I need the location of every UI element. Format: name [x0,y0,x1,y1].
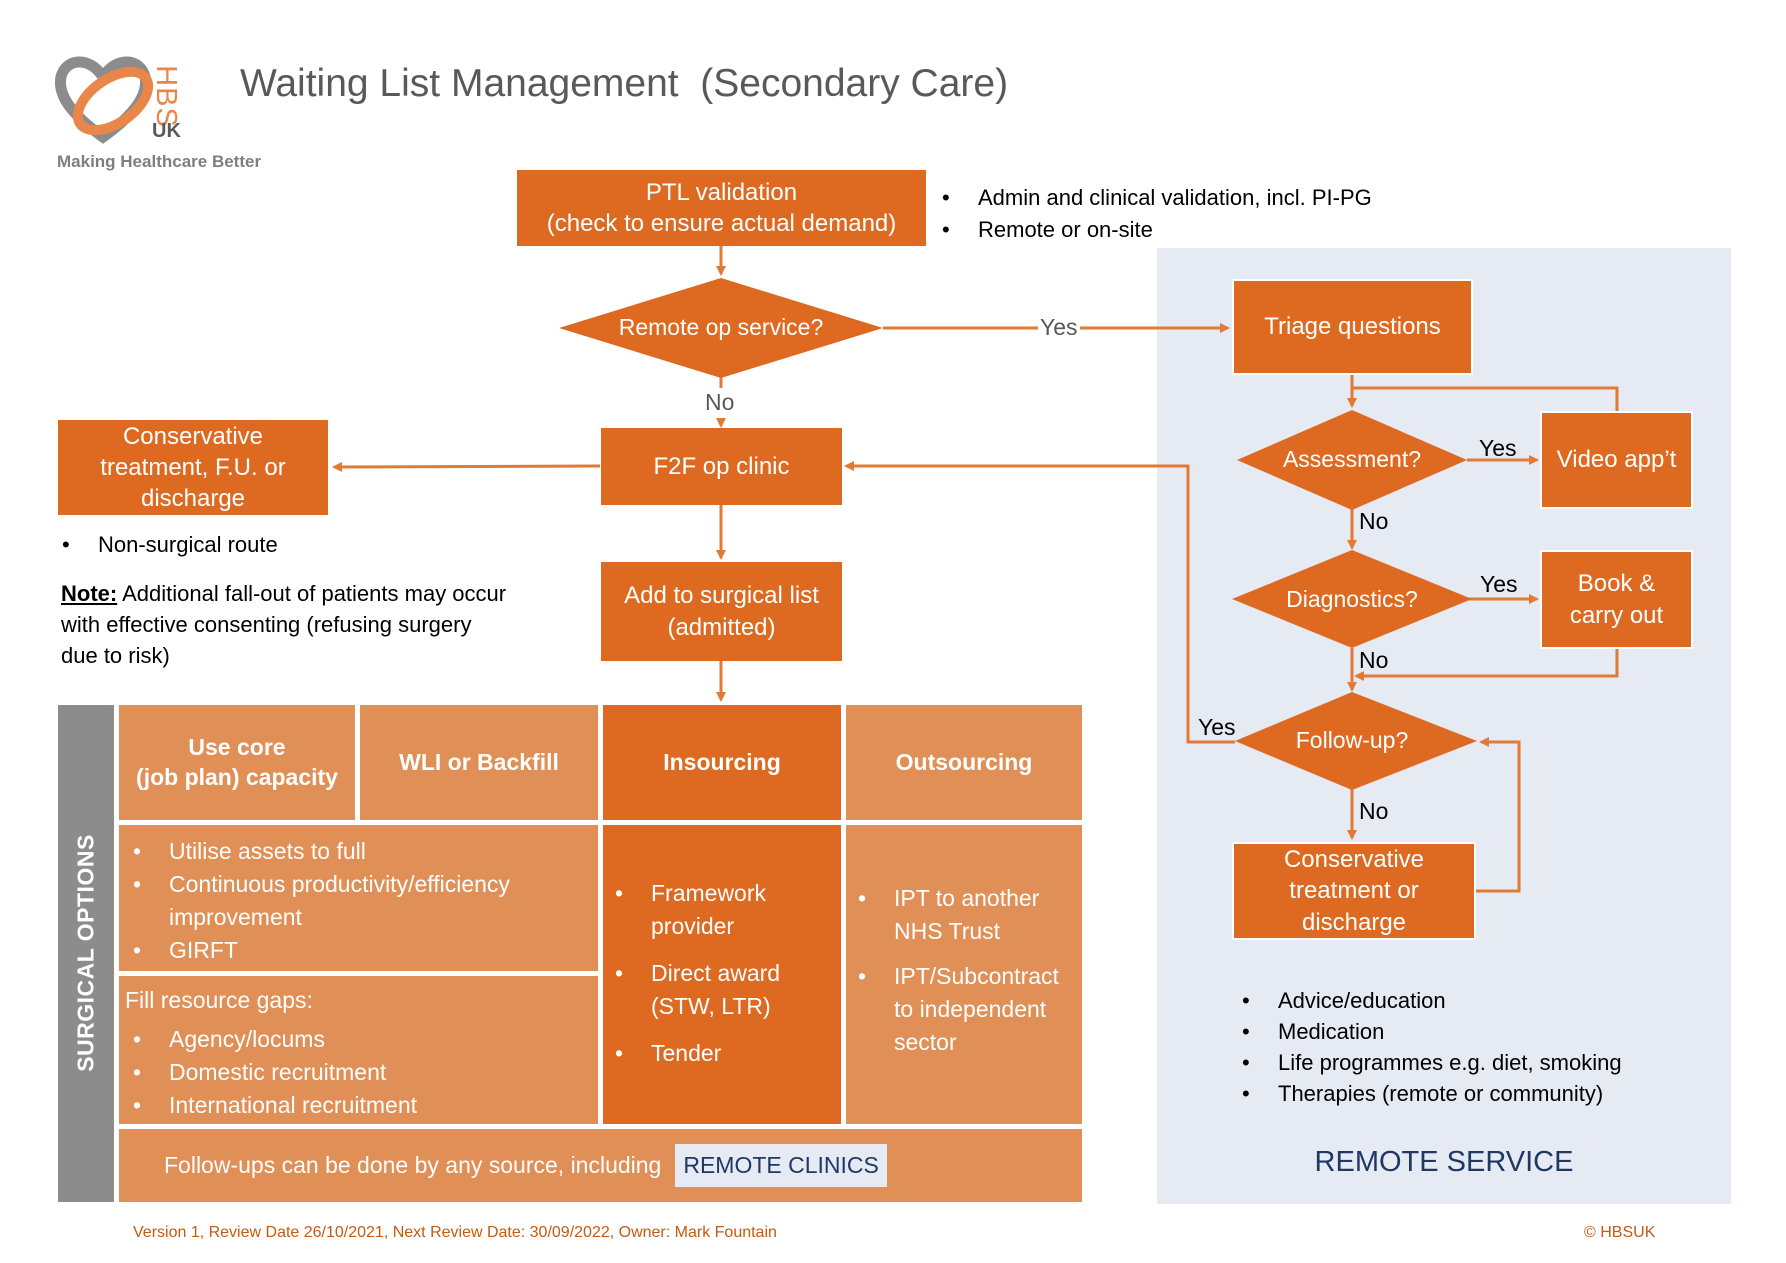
list-item: Advice/education [1238,985,1622,1016]
no-assess-label: No [1359,508,1389,534]
add-surgical-list-box: Add to surgical list (admitted) [601,562,842,661]
yes-follow-label: Yes [1198,714,1236,740]
list-item: Therapies (remote or community) [1238,1078,1622,1109]
conservative-treatment-right-box: Conservative treatment or discharge [1232,842,1476,940]
consent-note: Note: Additional fall-out of patients ma… [61,581,507,668]
ptl-validation-box: PTL validation (check to ensure actual d… [517,170,926,246]
list-item: Admin and clinical validation, incl. PI-… [938,182,1372,214]
footer-version: Version 1, Review Date 26/10/2021, Next … [133,1224,777,1241]
list-item: International recruitment [129,1089,588,1122]
list-item: Medication [1238,1016,1622,1047]
yes-diag-label: Yes [1480,571,1518,597]
conservative-treatment-left-box: Conservative treatment, F.U. or discharg… [58,420,328,515]
outsourcing-panel: IPT to another NHS Trust IPT/Subcontract… [846,825,1082,1124]
remote-op-diamond [559,278,883,378]
fill-gaps-panel: Fill resource gaps: Agency/locums Domest… [119,976,598,1124]
insourcing-panel: Framework provider Direct award (STW, LT… [603,825,841,1124]
core-capacity-header: Use core (job plan) capacity [119,705,355,820]
list-item: IPT/Subcontract to independent sector [854,960,1076,1059]
diagnostics-question: Diagnostics? [1286,586,1418,613]
list-item: Life programmes e.g. diet, smoking [1238,1047,1622,1078]
footer-copyright: © HBSUK [1584,1224,1656,1241]
list-item: Remote or on-site [938,214,1372,246]
followup-panel: Follow-ups can be done by any source, in… [119,1129,1082,1202]
list-item: Framework provider [611,877,833,943]
list-item: Non-surgical route [58,529,278,561]
no-remote-label: No [705,389,735,415]
remote-service-list: Advice/education Medication Life program… [1238,985,1622,1109]
followup-diamond [1235,692,1477,790]
followup-question: Follow-up? [1295,727,1409,754]
list-item: Utilise assets to full [129,835,588,868]
tagline: Making Healthcare Better [57,152,262,171]
remote-clinics-badge: REMOTE CLINICS [675,1144,887,1187]
heart-logo-icon [54,56,154,144]
triage-questions-box: Triage questions [1232,279,1473,375]
no-diag-label: No [1359,647,1389,673]
yes-assess-label: Yes [1479,435,1517,461]
f2f-clinic-box: F2F op clinic [601,428,842,505]
nonsurgical-note: Non-surgical route [58,529,278,561]
hbs-logo [54,55,185,147]
logo-uk: UK [152,120,181,142]
assessment-diamond [1237,410,1467,510]
book-carry-out-box: Book & carry out [1540,550,1693,649]
yes-remote-label: Yes [1038,314,1080,341]
remote-service-title: REMOTE SERVICE [1314,1146,1574,1178]
list-item: GIRFT [129,934,588,967]
list-item: IPT to another NHS Trust [854,882,1076,948]
list-item: Continuous productivity/efficiency impro… [129,868,588,934]
remote-op-question: Remote op service? [618,314,824,341]
core-items-panel: Utilise assets to full Continuous produc… [119,825,598,971]
list-item: Domestic recruitment [129,1056,588,1089]
list-item: Agency/locums [129,1023,588,1056]
list-item: Tender [611,1037,833,1070]
diagnostics-diamond [1232,550,1472,648]
ptl-notes: Admin and clinical validation, incl. PI-… [938,182,1372,246]
page-title: Waiting List Management (Secondary Care) [240,62,1009,105]
surgical-options-sidebar: SURGICAL OPTIONS [58,705,114,1202]
list-item: Direct award (STW, LTR) [611,957,833,1023]
video-appointment-box: Video app’t [1540,411,1693,509]
assessment-question: Assessment? [1282,446,1422,473]
outsourcing-header: Outsourcing [846,705,1082,820]
insourcing-header: Insourcing [603,705,841,820]
no-follow-label: No [1359,798,1389,824]
wli-backfill-header: WLI or Backfill [360,705,598,820]
